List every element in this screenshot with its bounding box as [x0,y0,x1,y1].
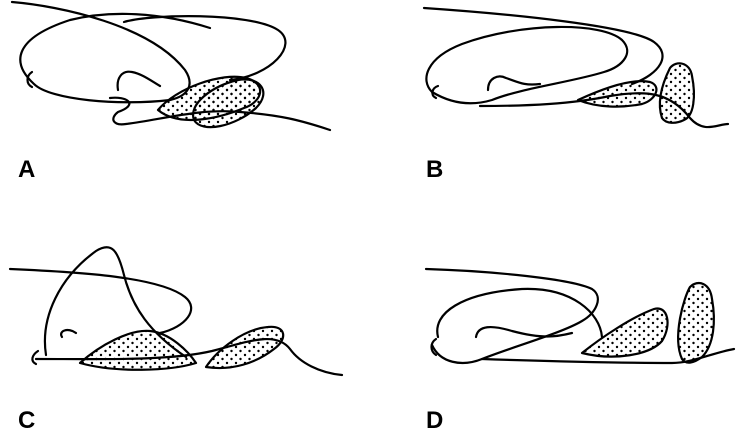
panel-label-a: A [18,158,35,182]
panel-a: A [0,0,372,217]
panel-b: B [372,0,744,217]
panel-a-drawing [0,0,372,217]
panel-label-c: C [18,409,35,433]
panel-label-b: B [426,158,443,182]
panel-c-drawing [0,217,372,434]
panel-d-drawing [372,217,744,434]
panel-b-drawing [372,0,744,217]
panel-label-d: D [426,409,443,433]
panel-d: D [372,217,744,434]
panel-c: C [0,217,372,434]
